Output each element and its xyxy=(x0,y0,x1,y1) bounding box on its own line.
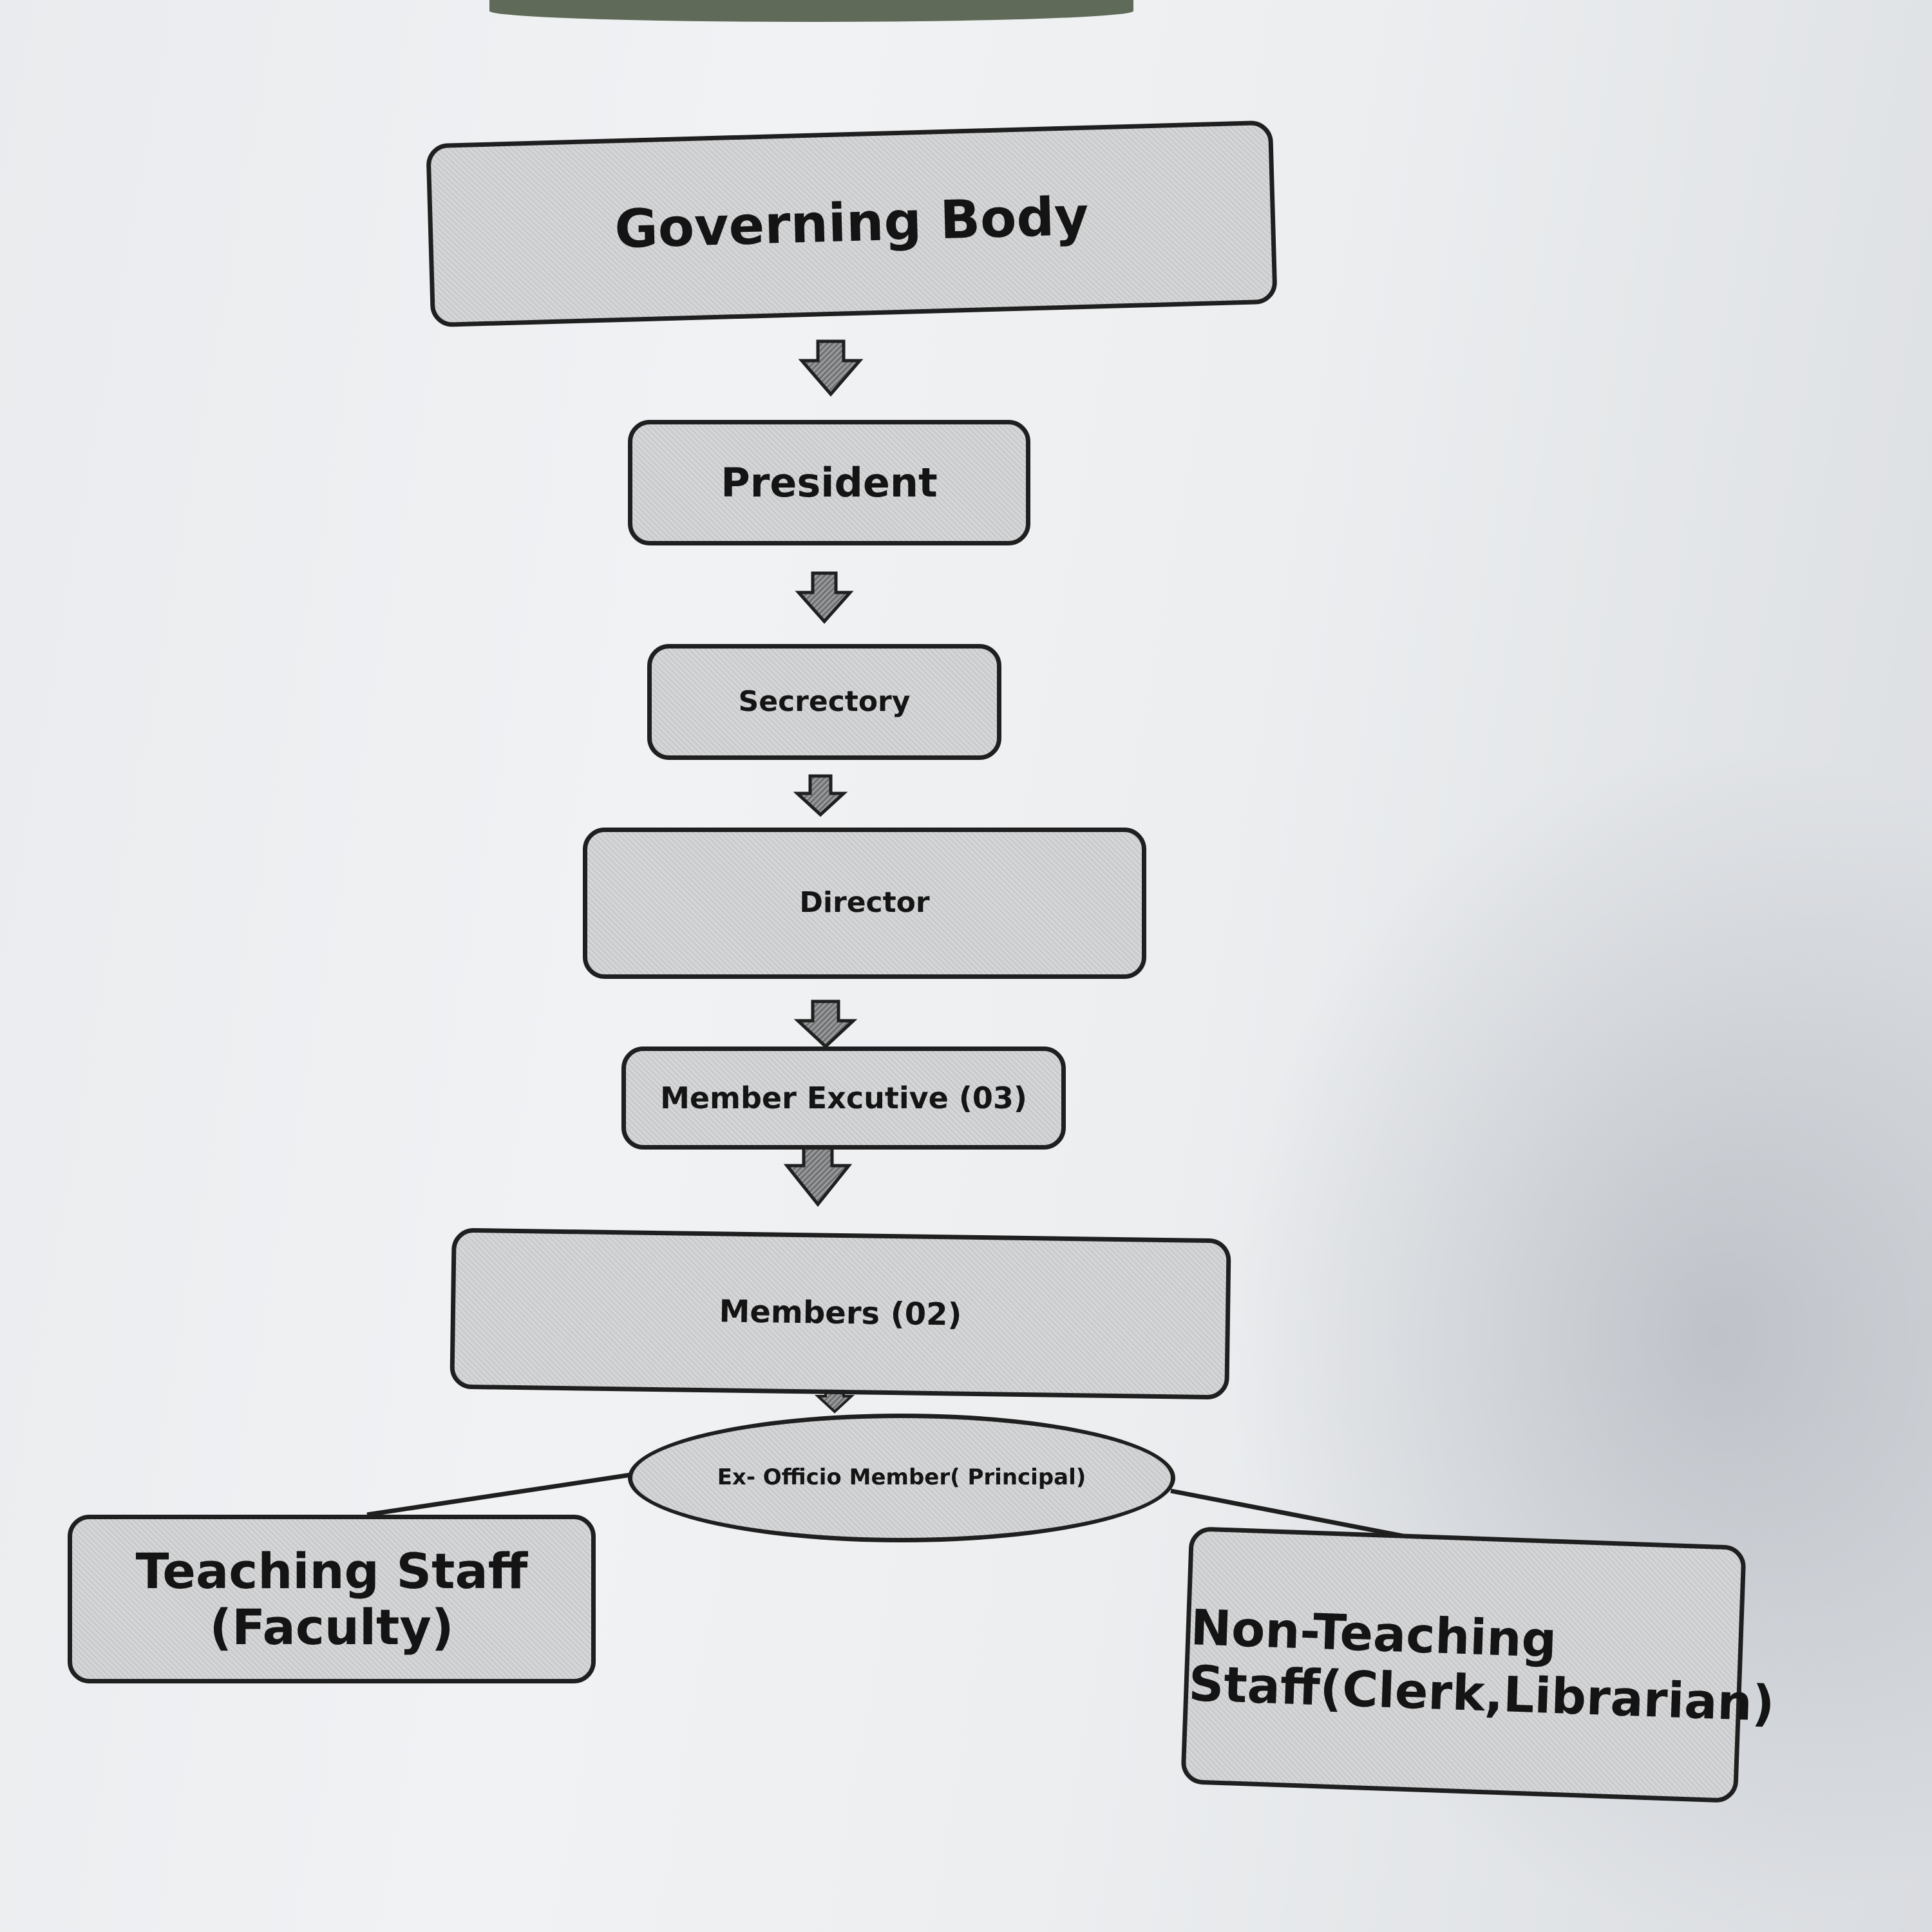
governing-body-node: Governing Body xyxy=(426,120,1278,328)
arrow-down-icon xyxy=(795,571,854,624)
teaching-staff-label-line1: Teaching Staff xyxy=(135,1542,528,1600)
background-scenery xyxy=(489,0,1133,22)
arrow-down-icon xyxy=(783,1138,853,1208)
member-executive-node: Member Excutive (03) xyxy=(621,1046,1066,1150)
president-label: President xyxy=(721,459,938,506)
member-executive-label: Member Excutive (03) xyxy=(660,1080,1027,1115)
ex-officio-label: Ex- Officio Member( Principal) xyxy=(717,1464,1086,1491)
members-node: Members (02) xyxy=(450,1227,1231,1400)
ex-officio-node: Ex- Officio Member( Principal) xyxy=(628,1414,1175,1542)
members-label: Members (02) xyxy=(719,1293,962,1334)
director-label: Director xyxy=(799,886,930,920)
director-node: Director xyxy=(583,828,1146,979)
president-node: President xyxy=(628,420,1030,545)
arrow-down-icon xyxy=(798,339,864,397)
connector-line-left xyxy=(366,1472,632,1517)
governing-body-label: Governing Body xyxy=(614,186,1090,261)
teaching-staff-node: Teaching Staff (Faculty) xyxy=(68,1515,596,1683)
non-teaching-label-line2: Staff(Clerk,Librarian) xyxy=(1188,1654,1776,1732)
arrow-down-icon xyxy=(793,999,858,1049)
non-teaching-staff-node: Non-Teaching Staff(Clerk,Librarian) xyxy=(1180,1526,1776,1803)
teaching-staff-label-line2: (Faculty) xyxy=(209,1598,454,1656)
secretary-node: Secrectory xyxy=(647,644,1001,760)
arrow-down-icon xyxy=(793,774,848,817)
secretary-label: Secrectory xyxy=(738,685,911,718)
